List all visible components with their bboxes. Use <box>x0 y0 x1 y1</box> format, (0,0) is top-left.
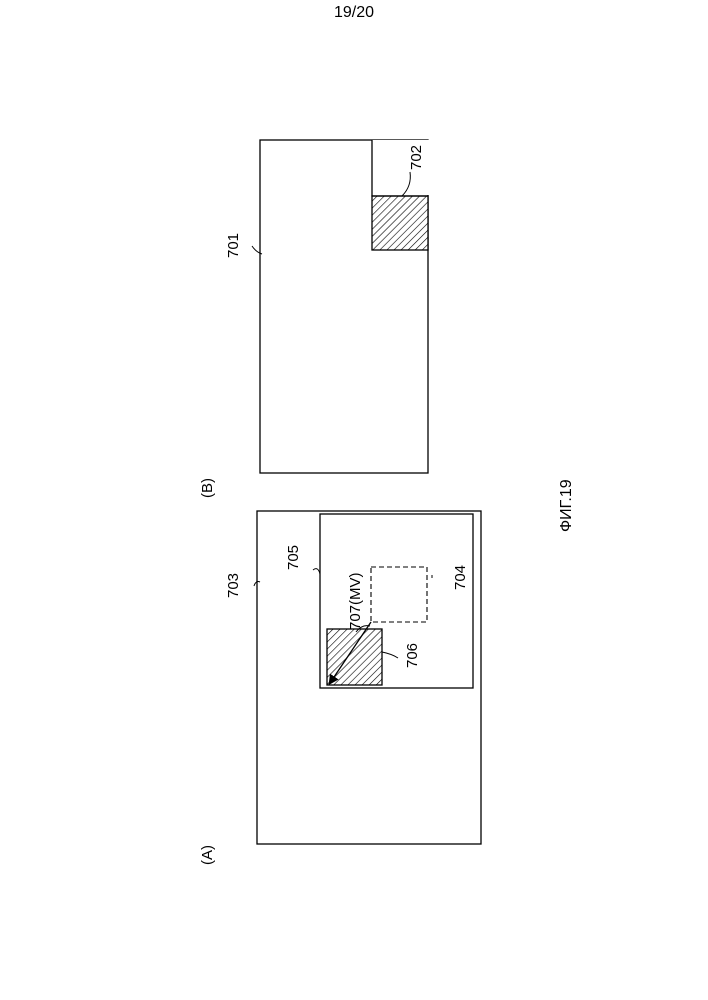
label-705: 705 <box>285 545 302 570</box>
figure-caption: ФИГ.19 <box>558 479 575 532</box>
label-704: 704 <box>452 565 469 590</box>
label-706: 706 <box>404 643 421 668</box>
panel-b-label: (B) <box>199 478 216 498</box>
reference-block-706 <box>327 629 382 685</box>
panel-b: 701 702 (B) <box>199 140 429 498</box>
label-701: 701 <box>225 233 242 258</box>
block-702 <box>372 196 428 250</box>
panel-a: 703 705 707(MV) 704 706 (A) <box>199 511 481 865</box>
label-702: 702 <box>408 145 425 170</box>
current-block-704 <box>371 567 427 622</box>
label-703: 703 <box>225 573 242 598</box>
panel-a-label: (A) <box>199 845 216 865</box>
label-707-mv: 707(MV) <box>347 572 364 630</box>
